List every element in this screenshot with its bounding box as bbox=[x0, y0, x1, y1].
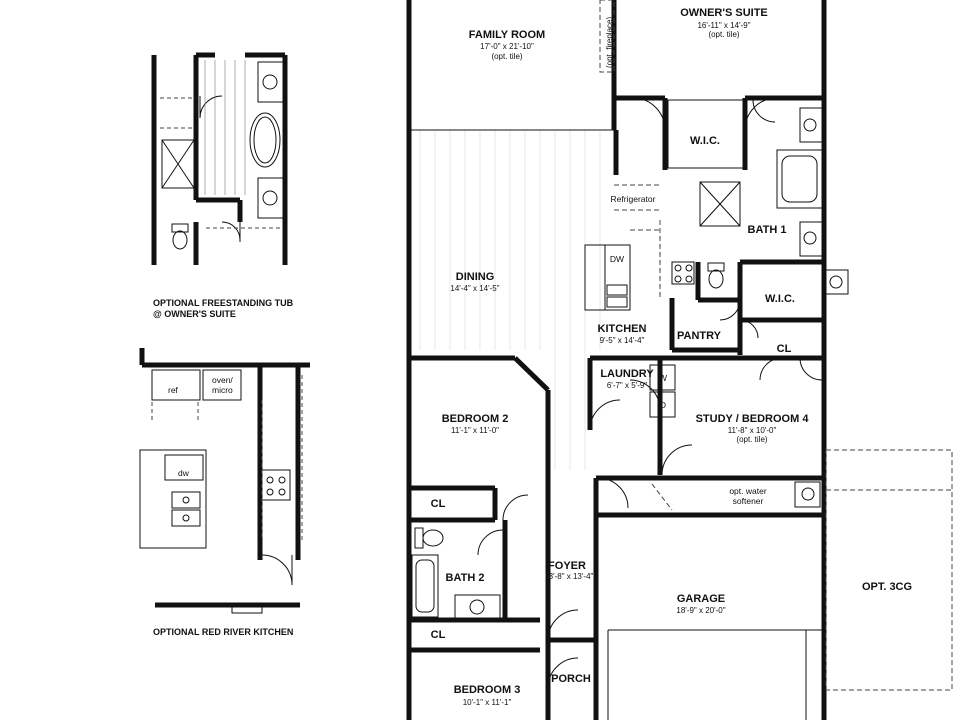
wic-bottom-label: W.I.C. bbox=[765, 293, 795, 305]
foyer-dims: 3'-8" x 13'-4" bbox=[549, 572, 594, 581]
inset-vanity-bottom bbox=[257, 177, 284, 219]
family-room-note: (opt. tile) bbox=[491, 52, 522, 61]
room-labels: FAMILY ROOM 17'-0" x 21'-10" (opt. tile)… bbox=[431, 7, 912, 707]
water-softener-label-1: opt. water bbox=[729, 486, 766, 496]
owners-suite-name: OWNER'S SUITE bbox=[680, 7, 768, 19]
bedroom3-name: BEDROOM 3 bbox=[454, 684, 521, 696]
bath2-label: BATH 2 bbox=[446, 572, 485, 584]
owners-suite-note: (opt. tile) bbox=[708, 30, 739, 39]
inset-freestanding-tub-shape bbox=[249, 112, 281, 168]
wic-top-box bbox=[667, 99, 744, 169]
inset-vanity-top bbox=[257, 61, 284, 103]
bath1-tub bbox=[776, 149, 823, 209]
bath1-shower bbox=[699, 181, 741, 227]
inset-oven-label-2: micro bbox=[212, 385, 233, 395]
inset-island bbox=[139, 449, 207, 549]
water-softener-label-2: softener bbox=[733, 496, 764, 506]
family-room-dims: 17'-0" x 21'-10" bbox=[480, 42, 534, 51]
study-name: STUDY / BEDROOM 4 bbox=[696, 413, 810, 425]
inset-range bbox=[261, 469, 291, 501]
bath1-label: BATH 1 bbox=[748, 224, 787, 236]
dining-name: DINING bbox=[456, 271, 495, 283]
family-room-name: FAMILY ROOM bbox=[469, 29, 545, 41]
main-plan bbox=[406, 0, 953, 720]
garage-dims: 18'-9" x 20'-0" bbox=[676, 606, 725, 615]
kitchen-dims: 9'-5" x 14'-4" bbox=[600, 336, 645, 345]
pantry-label: PANTRY bbox=[677, 330, 722, 342]
inset-ref-box bbox=[151, 369, 201, 401]
tub-caption-line1: OPTIONAL FREESTANDING TUB bbox=[153, 298, 294, 308]
inset-oven-box bbox=[202, 369, 242, 401]
range bbox=[671, 261, 695, 285]
closet-bedroom3-label: CL bbox=[431, 629, 446, 641]
tub-caption-line2: @ OWNER'S SUITE bbox=[153, 309, 236, 319]
inset-shower bbox=[161, 139, 195, 189]
dining-dims: 14'-4" x 14'-5" bbox=[450, 284, 499, 293]
laundry-name: LAUNDRY bbox=[600, 368, 654, 380]
inset-dw-box bbox=[164, 454, 204, 481]
owners-suite-dims: 16'-11" x 14'-9" bbox=[697, 21, 750, 30]
inset-dw-label: dw bbox=[178, 468, 190, 478]
inset-oven-label-1: oven/ bbox=[212, 375, 233, 385]
bedroom3-dims: 10'-1" x 11'-1" bbox=[463, 698, 512, 707]
porch-label: PORCH bbox=[551, 673, 591, 685]
foyer-name: FOYER bbox=[548, 560, 586, 572]
washer-label: W bbox=[659, 373, 667, 383]
garage-name: GARAGE bbox=[677, 593, 725, 605]
inset-toilet-tank bbox=[171, 223, 189, 233]
opt-fireplace-box bbox=[599, 0, 615, 73]
laundry-dims: 6'-7" x 5'-9" bbox=[607, 381, 647, 390]
opt-3cg-label: OPT. 3CG bbox=[862, 581, 912, 593]
study-note: (opt. tile) bbox=[736, 435, 767, 444]
kitchen-island bbox=[584, 244, 606, 311]
closet-study-label: CL bbox=[777, 343, 792, 355]
dishwasher-label: DW bbox=[610, 254, 624, 264]
opt-3cg-outline bbox=[825, 449, 953, 691]
inset-freestanding-tub: OPTIONAL FREESTANDING TUB @ OWNER'S SUIT… bbox=[151, 52, 294, 319]
kitchen-name: KITCHEN bbox=[598, 323, 647, 335]
kitchen-caption: OPTIONAL RED RIVER KITCHEN bbox=[153, 627, 293, 637]
closet-bedroom2-label: CL bbox=[431, 498, 446, 510]
opt-fireplace-label: (opt. fireplace) bbox=[605, 17, 614, 68]
inset-red-river-kitchen: ref oven/ micro dw OPTIONAL RED RIVER KI… bbox=[139, 348, 310, 637]
bedroom2-name: BEDROOM 2 bbox=[442, 413, 509, 425]
bath2-tub bbox=[411, 554, 439, 618]
wic-top-label: W.I.C. bbox=[690, 135, 720, 147]
dryer-label: D bbox=[660, 400, 666, 410]
bedroom2-dims: 11'-1" x 11'-0" bbox=[451, 426, 499, 435]
study-dims: 11'-8" x 10'-0" bbox=[728, 426, 777, 435]
refrigerator-label: Refrigerator bbox=[611, 194, 656, 204]
inset-ref-label: ref bbox=[168, 385, 179, 395]
